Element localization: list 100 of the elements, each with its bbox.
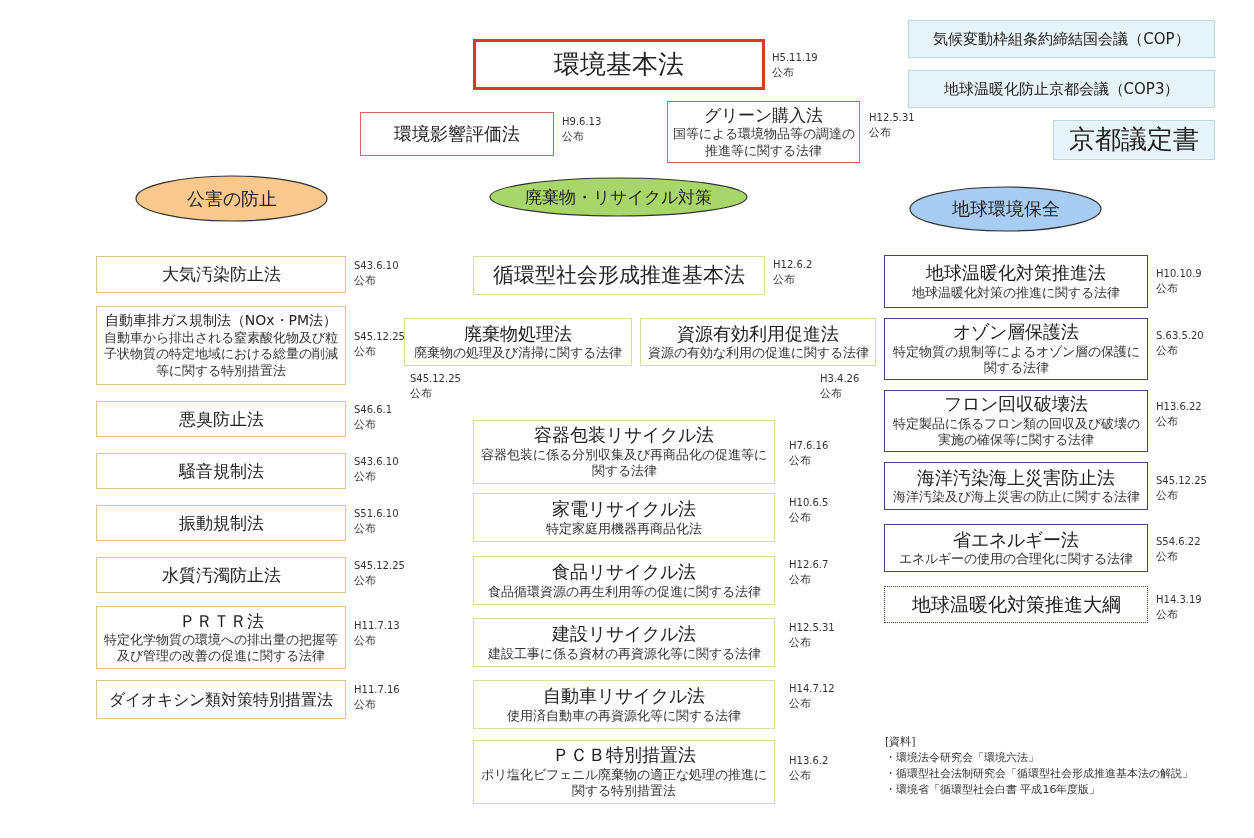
date-label: H5.11.19 <box>772 52 818 64</box>
box-title: 地球温暖化防止京都会議（COP3） <box>943 80 1180 98</box>
date-label: H14.7.12 <box>789 683 835 695</box>
promulgation-label: 公布 <box>1156 608 1178 622</box>
date-label: H13.6.22 <box>1156 401 1202 413</box>
promulgation-label: 公布 <box>1156 282 1178 296</box>
date-label: S45.12.25 <box>354 560 405 572</box>
box-title: ＰＣＢ特別措置法 <box>552 744 696 767</box>
text-box <box>473 256 765 295</box>
text-box <box>96 306 346 385</box>
promulgation-label: 公布 <box>410 387 432 401</box>
box-title: 大気汚染防止法 <box>161 264 281 285</box>
text-box <box>884 390 1148 452</box>
date-label: H11.7.16 <box>354 684 400 696</box>
category-title: 廃棄物・リサイクル対策 <box>525 186 712 208</box>
text-box <box>908 20 1215 58</box>
promulgation-label: 公布 <box>789 511 811 525</box>
text-box <box>473 740 775 804</box>
box-title: 建設リサイクル法 <box>552 623 696 645</box>
box-subtitle: 特定製品に係るフロン類の回収及び破壊の実施の確保等に関する法律 <box>891 416 1141 449</box>
box-title: ダイオキシン類対策特別措置法 <box>109 689 333 710</box>
promulgation-label: 公布 <box>354 470 376 484</box>
box-title: 循環型社会形成推進基本法 <box>493 262 745 289</box>
box-title: 環境基本法 <box>554 48 684 81</box>
box-subtitle: 資源の有効な利用の促進に関する法律 <box>647 345 869 362</box>
text-box <box>404 318 632 366</box>
promulgation-label: 公布 <box>354 345 376 359</box>
date-label: S43.6.10 <box>354 260 399 272</box>
date-label: S45.12.25 <box>1156 475 1207 487</box>
text-box <box>96 606 346 669</box>
promulgation-label: 公布 <box>789 697 811 711</box>
box-title: 京都議定書 <box>1069 124 1199 156</box>
category-ellipse <box>909 186 1102 232</box>
box-subtitle: 廃棄物の処理及び清掃に関する法律 <box>414 345 622 362</box>
dotted-box <box>884 586 1148 623</box>
date-label: S45.12.25 <box>410 373 461 385</box>
date-label: H14.3.19 <box>1156 594 1202 606</box>
date-label: H12.6.2 <box>773 259 813 271</box>
text-box <box>96 505 346 541</box>
promulgation-label: 公布 <box>354 574 376 588</box>
text-box <box>473 556 775 605</box>
date-label: H10.6.5 <box>789 497 829 509</box>
box-subtitle: 海洋汚染及び海上災害の防止に関する法律 <box>892 489 1140 506</box>
text-box <box>96 557 346 593</box>
box-title: 地球温暖化対策推進法 <box>926 262 1106 284</box>
promulgation-label: 公布 <box>773 273 795 287</box>
promulgation-label: 公布 <box>354 634 376 648</box>
date-label: S46.6.1 <box>354 404 393 416</box>
box-title: 容器包装リサイクル法 <box>534 424 714 447</box>
text-box <box>473 618 775 667</box>
date-label: S45.12.25 <box>354 331 405 343</box>
promulgation-label: 公布 <box>869 126 891 140</box>
box-subtitle: 自動車から排出される窒素酸化物及び粒子状物質の特定地域における総量の削減等に関する特別措置法 <box>103 330 339 379</box>
box-title: 家電リサイクル法 <box>552 498 696 520</box>
promulgation-label: 公布 <box>789 769 811 783</box>
box-title: 悪臭防止法 <box>178 408 264 430</box>
box-subtitle: 使用済自動車の再資源化等に関する法律 <box>507 707 741 724</box>
box-title: ＰＲＴＲ法 <box>178 610 264 631</box>
text-box <box>884 524 1148 572</box>
promulgation-label: 公布 <box>1156 550 1178 564</box>
text-box <box>1053 120 1215 160</box>
text-box <box>884 462 1148 510</box>
text-box <box>96 680 346 719</box>
promulgation-label: 公布 <box>1156 344 1178 358</box>
date-label: S51.6.10 <box>354 508 399 520</box>
date-label: H3.4.26 <box>820 373 860 385</box>
box-subtitle: 地球温暖化対策の推進に関する法律 <box>912 284 1120 301</box>
box-title: 水質汚濁防止法 <box>161 564 281 586</box>
date-label: H9.6.13 <box>562 116 602 128</box>
promulgation-label: 公布 <box>354 522 376 536</box>
date-label: H12.5.31 <box>869 112 915 124</box>
text-box <box>473 493 775 542</box>
category-ellipse <box>135 175 328 222</box>
promulgation-label: 公布 <box>772 66 794 80</box>
date-label: H7.6.16 <box>789 440 829 452</box>
date-label: S43.6.10 <box>354 456 399 468</box>
text-box <box>96 453 346 489</box>
source-note: ・環境法令研究会「環境六法」 <box>885 751 1039 765</box>
date-label: S.63.5.20 <box>1156 330 1204 342</box>
promulgation-label: 公布 <box>789 573 811 587</box>
box-title: 海洋汚染海上災害防止法 <box>917 466 1115 489</box>
date-label: H10.10.9 <box>1156 268 1202 280</box>
promulgation-label: 公布 <box>789 636 811 650</box>
date-label: H11.7.13 <box>354 620 400 632</box>
box-title: 環境影響評価法 <box>394 123 520 145</box>
promulgation-label: 公布 <box>1156 489 1178 503</box>
box-title: 振動規制法 <box>178 512 264 534</box>
text-box <box>884 255 1148 308</box>
box-subtitle: エネルギーの使用の合理化に関する法律 <box>899 551 1133 568</box>
box-subtitle: 建設工事に係る資材の再資源化等に関する法律 <box>487 645 761 662</box>
box-title: 自動車排ガス規制法（NOx・PM法） <box>104 312 338 329</box>
box-title: フロン回収破壊法 <box>944 393 1088 416</box>
box-title: 資源有効利用促進法 <box>677 322 839 345</box>
promulgation-label: 公布 <box>354 698 376 712</box>
promulgation-label: 公布 <box>789 454 811 468</box>
text-box <box>473 680 775 729</box>
source-note: ・環境省「循環型社会白書 平成16年度版」 <box>885 783 1101 797</box>
box-title: 気候変動枠組条約締結国会議（COP） <box>933 30 1190 48</box>
date-label: H13.6.2 <box>789 755 829 767</box>
box-subtitle: 特定家庭用機器再商品化法 <box>546 520 702 537</box>
